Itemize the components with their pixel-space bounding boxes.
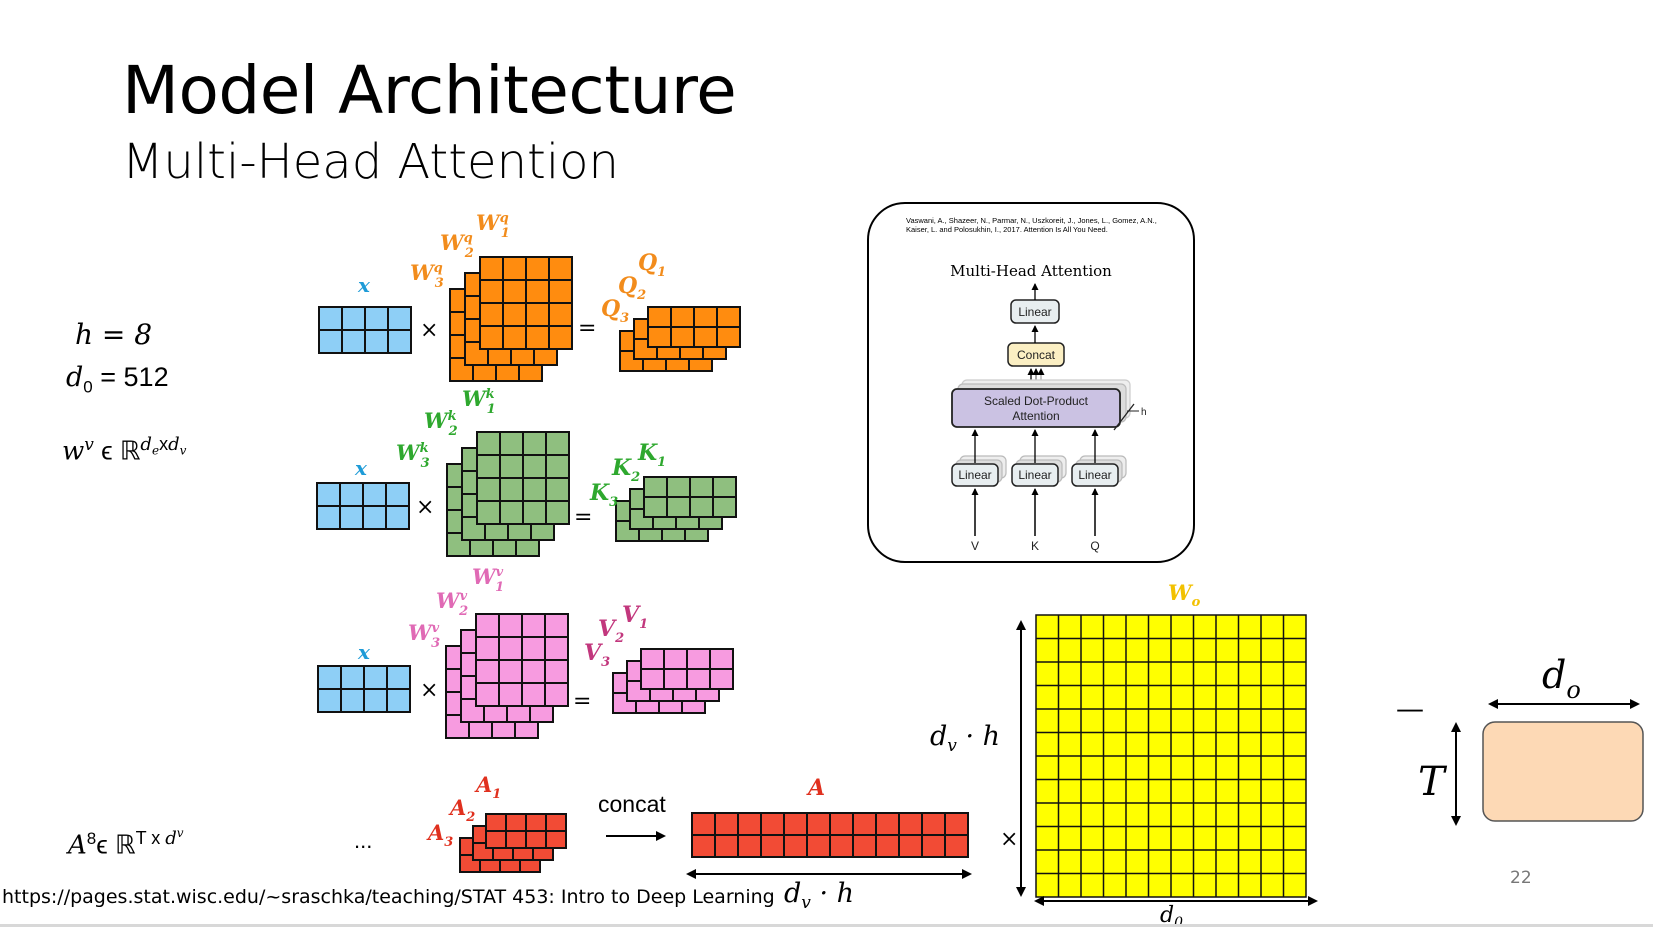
concat-label: concat <box>598 791 666 817</box>
paper-linear-bottom-text-2: Linear <box>1078 468 1111 482</box>
paper-concat <box>1007 342 1065 367</box>
times-q: × <box>420 318 438 343</box>
dv-h-bottom: dv · h <box>784 878 854 913</box>
paper-linear-bottom-0 <box>951 463 999 487</box>
equals-v: = <box>573 689 591 714</box>
paper-concat-text: Concat <box>1017 348 1056 362</box>
q1-label: Q1 <box>638 250 666 280</box>
paper-h-label: h <box>1141 407 1147 418</box>
paper-input-v: V <box>971 539 979 553</box>
source-url[interactable]: https://pages.stat.wisc.edu/~sraschka/te… <box>2 886 775 908</box>
x-label-q: x <box>357 273 371 297</box>
a-shape: A8ϵ ℝT x dv <box>68 826 184 861</box>
paper-sdpa-line2: Attention <box>1012 409 1059 423</box>
do-label: do <box>1542 653 1581 704</box>
dash-mark: — <box>1396 692 1424 725</box>
d0-bottom: d0 <box>1160 903 1183 927</box>
wv-shape: wv ϵ ℝdexdv <box>62 434 187 467</box>
v-labels: V1 V2 V3 <box>584 602 648 670</box>
a1-label: A1 <box>474 772 501 802</box>
times-k: × <box>416 495 434 520</box>
a3-label: A3 <box>426 820 453 850</box>
k2-label: K2 <box>611 455 640 485</box>
paper-sdpa <box>951 388 1121 428</box>
v2-label: V2 <box>598 616 624 646</box>
times-wo: × <box>1000 827 1018 852</box>
x-label-k: x <box>354 456 368 480</box>
paper-linear-top-text: Linear <box>1018 305 1051 319</box>
a-concat-matrix <box>691 812 969 858</box>
paper-figure: Vaswani, A., Shazeer, N., Parmar, N., Us… <box>867 202 1195 563</box>
paper-input-k: K <box>1031 539 1039 553</box>
v-matrix-1 <box>640 648 734 690</box>
slide-subtitle: Multi-Head Attention <box>122 134 619 190</box>
paper-diagram: Linear Concat Scaled Dot-Product Attenti… <box>951 283 1147 553</box>
paper-heading: Multi-Head Attention <box>950 262 1112 280</box>
x-matrix-q <box>318 306 412 354</box>
paper-sdpa-line1: Scaled Dot-Product <box>984 394 1089 408</box>
heads-count: h = 8 <box>75 318 153 351</box>
bottom-rule <box>0 924 1653 927</box>
page-number: 22 <box>1510 868 1532 888</box>
a2-label: A2 <box>448 795 475 825</box>
paper-input-q: Q <box>1090 539 1099 553</box>
d0-value: d0 = 512 <box>66 362 169 397</box>
k-matrix-1 <box>643 476 737 518</box>
q3-label: Q3 <box>601 296 629 326</box>
wo-matrix <box>1035 614 1307 898</box>
grid-layer <box>316 256 1307 898</box>
dv-h-left: dv · h <box>930 721 1000 756</box>
q-labels: Q1 Q2 Q3 <box>601 250 666 326</box>
paper-linear-bottom-1 <box>1011 463 1059 487</box>
paper-linear-bottom-text-1: Linear <box>1018 468 1051 482</box>
slide-title: Model Architecture <box>122 52 737 129</box>
wv-matrix-1 <box>475 613 569 707</box>
ellipsis: ... <box>354 828 373 853</box>
k-labels: K1 K2 K3 <box>589 440 666 510</box>
a-head-labels: A1 A2 A3 <box>426 772 501 850</box>
q2-label: Q2 <box>618 273 646 303</box>
v3-label: V3 <box>584 640 610 670</box>
k1-label: K1 <box>637 440 666 470</box>
paper-linear-group: Linear Linear Linear <box>951 429 1127 536</box>
wk-matrix-1 <box>476 431 570 525</box>
paper-linear-bottom-2 <box>1071 463 1119 487</box>
paper-citation: Vaswani, A., Shazeer, N., Parmar, N., Us… <box>906 216 1157 234</box>
equals-k: = <box>574 505 592 530</box>
x-matrix-k <box>316 482 410 530</box>
v1-label: V1 <box>622 602 648 632</box>
output-matrix <box>1482 721 1644 822</box>
x-matrix-v <box>317 665 411 713</box>
wq-matrix-1 <box>479 256 573 350</box>
k3-label: K3 <box>589 480 618 510</box>
wo-label: Wo <box>1168 580 1201 610</box>
q-matrix-1 <box>647 306 741 348</box>
equals-q: = <box>578 316 596 341</box>
x-label-v: x <box>357 640 371 664</box>
times-v: × <box>420 678 438 703</box>
a-concat-label: A <box>806 775 825 801</box>
t-label: T <box>1418 759 1448 805</box>
paper-linear-bottom-text-0: Linear <box>958 468 991 482</box>
a-head-matrix-1 <box>485 813 567 849</box>
